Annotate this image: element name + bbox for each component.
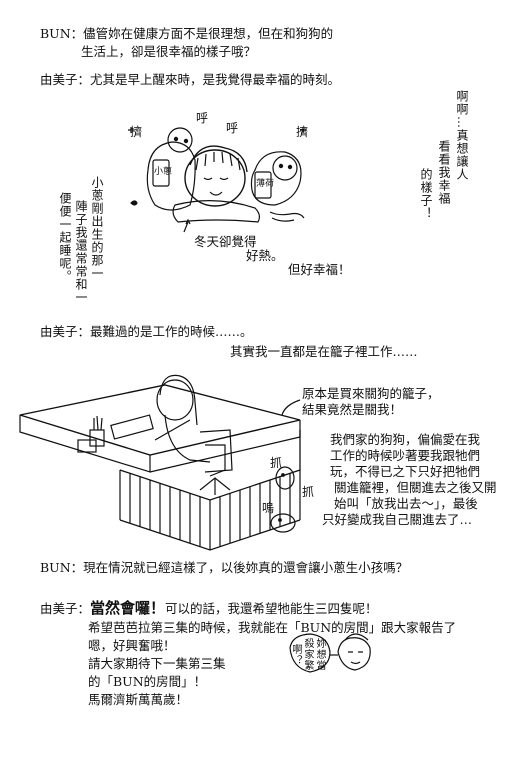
- speaker-bun: BUN：: [40, 560, 84, 575]
- a2-text-line2: 其實我一直都是在籠子裡工作……: [230, 344, 418, 359]
- dog-tag-bohe: 薄荷: [256, 179, 275, 189]
- q1-line1: BUN：儘管妳在健康方面不是很理想，但在和狗狗的: [40, 26, 333, 42]
- speaker-yumiko: 由美子：: [40, 601, 91, 616]
- sfx-squeeze-left: 擠: [130, 125, 143, 139]
- sfx-whimper: 嗚: [262, 501, 275, 515]
- bubble-col2: 殺家繁: [302, 638, 313, 671]
- side-caption-line3: 玩，不得已之下只好把牠們: [330, 464, 481, 479]
- a3-text-line4: 請大家期待下一集第三集: [88, 656, 226, 671]
- left-caption-col1: 小蔥剛出生的那一: [90, 176, 104, 280]
- a3-text-line6: 馬爾濟斯萬萬歲！: [88, 692, 189, 707]
- a1-line: 由美子：尤其是早上醒來時，是我覺得最幸福的時刻。: [40, 72, 340, 88]
- speaker-yumiko: 由美子：: [40, 324, 91, 339]
- bubble-col3: 啊？: [290, 644, 301, 666]
- q2-text: 現在情況就已經這樣了，以後妳真的還會讓小蔥生小孩嗎？: [83, 560, 409, 575]
- side-caption-line5: 始叫「放我出去～」，最後: [334, 496, 478, 511]
- a1-text: 尤其是早上醒來時，是我覺得最幸福的時刻。: [90, 72, 341, 87]
- sfx-squeeze-right: 擠: [296, 125, 309, 139]
- sfx-scratch-1: 抓: [270, 456, 283, 470]
- bottom-caption-1: 冬天卻覺得: [194, 234, 257, 249]
- a3-text-line1: 可以的話，我還希望牠能生三四隻呢！: [165, 601, 378, 616]
- sfx-breath-2: 呼: [226, 121, 239, 135]
- cage-caption-line2: 結果竟然是關我！: [302, 402, 403, 417]
- right-caption-col3: 的樣子！: [419, 168, 433, 220]
- bubble-col1: 妳想當: [314, 638, 325, 671]
- q1-text-line1: 儘管妳在健康方面不是很理想，但在和狗狗的: [83, 26, 334, 41]
- bottom-caption-3: 但好幸福！: [288, 262, 351, 277]
- a3-emphasis: 當然會囉！: [90, 599, 166, 617]
- a2-line1: 由美子：最難過的是工作的時候……。: [40, 324, 253, 340]
- side-caption-line4: 關進籠裡，但關進去之後又開: [334, 480, 497, 495]
- a3-text-line3: 嗯，好興奮哦！: [88, 638, 176, 653]
- a3-text-line5: 的「BUN的房間」！: [88, 674, 207, 689]
- cage-illustration: [19, 374, 301, 551]
- right-caption-col1: 啊啊…真想讓人: [455, 90, 469, 181]
- sfx-scratch-2: 抓: [302, 485, 315, 499]
- cage-caption-line1: 原本是買來關狗的籠子，: [302, 386, 440, 401]
- dog-tag-xiaocong: 小蔥: [154, 167, 173, 177]
- side-caption-line6: 只好變成我自己關進去了…: [322, 512, 473, 527]
- bottom-caption-2: 好熱。: [246, 248, 284, 263]
- speaker-bun: BUN：: [40, 26, 84, 41]
- left-caption-col3: 便便一起睡呢。: [58, 192, 72, 283]
- a2-text-line1: 最難過的是工作的時候……。: [90, 324, 253, 339]
- a3-line1: 由美子：當然會囉！可以的話，我還希望牠能生三四隻呢！: [40, 600, 378, 617]
- side-caption-line1: 我們家的狗狗，偏偏愛在我: [330, 432, 481, 447]
- author-face-illustration: [289, 633, 371, 673]
- side-caption-line2: 工作的時候吵著要我跟牠們: [330, 448, 481, 463]
- sleeping-illustration: [128, 127, 306, 233]
- q2-line: BUN：現在情況就已經這樣了，以後妳真的還會讓小蔥生小孩嗎？: [40, 560, 408, 576]
- right-caption-col2: 看看我幸福: [437, 140, 451, 205]
- sfx-breath-1: 呼: [196, 111, 209, 125]
- left-caption-col2: 陣子我還常常和一: [74, 200, 88, 304]
- q1-text-line2: 生活上，卻是很幸福的樣子哦？: [81, 44, 257, 59]
- speaker-yumiko: 由美子：: [40, 72, 91, 87]
- a3-text-line2: 希望芭芭拉第三集的時候，我就能在「BUN的房間」跟大家報告了: [88, 620, 457, 635]
